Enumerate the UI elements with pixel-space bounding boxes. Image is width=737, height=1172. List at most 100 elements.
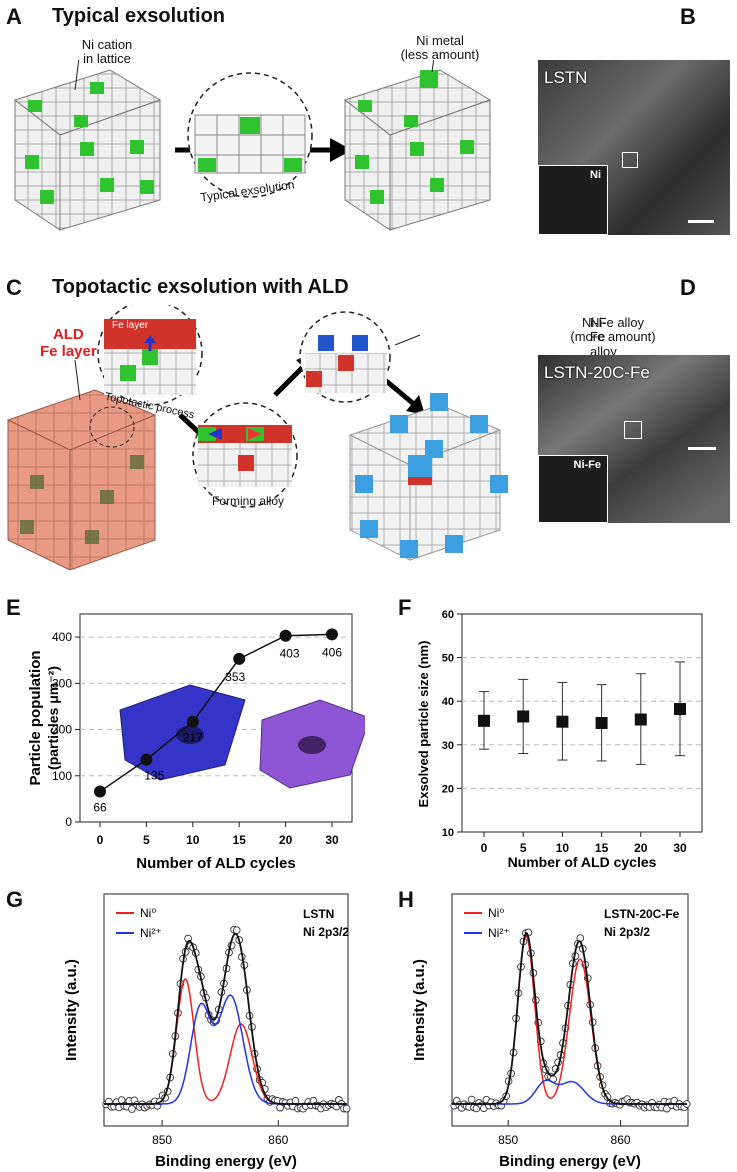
chart-e-point <box>186 715 199 728</box>
chart-e-ytick-label: 0 <box>65 815 72 829</box>
chart-g-legend-ni2: Ni²⁺ <box>140 926 162 940</box>
chart-e-ytick-label: 400 <box>52 630 72 644</box>
chart-e-xtick-label: 15 <box>233 833 247 847</box>
panel-letter-h: H <box>398 887 414 912</box>
chart-g: 850 860 Ni⁰ Ni²⁺ LSTN Ni 2p3/2 Binding en… <box>63 893 351 1170</box>
ald-coated-cube <box>6 389 157 570</box>
chart-h-legend-ni2: Ni²⁺ <box>488 926 510 940</box>
panel-letter-b: B <box>680 4 696 29</box>
topotactic-exsolution-diagram <box>6 305 508 570</box>
chart-f-xtick-label: 10 <box>556 841 570 855</box>
chart-e-point <box>140 753 153 766</box>
fe-layer-caption: Fe layer <box>112 320 149 331</box>
chart-f-ytick-label: 10 <box>442 827 454 839</box>
chart-f-ytick-label: 40 <box>442 696 454 708</box>
chart-f-xtick-label: 0 <box>481 841 488 855</box>
chart-h-data-point <box>467 1095 476 1104</box>
chart-f-point <box>674 703 686 716</box>
chart-e-ytick-label: 100 <box>52 769 72 783</box>
chart-e-point <box>94 785 106 798</box>
chart-e-data-label: 66 <box>93 800 107 814</box>
sem-lstn-inset-label: Ni <box>590 169 601 181</box>
chart-e-data-label: 406 <box>322 645 342 659</box>
sem-lstn-20c-fe-label: LSTN-20C-Fe <box>544 363 650 382</box>
chart-e-xtick-label: 20 <box>279 833 293 847</box>
panel-letter-a: A <box>6 4 22 29</box>
forming-alloy-caption: Forming alloy <box>212 494 285 508</box>
panel-letter-f: F <box>398 595 412 620</box>
sem-lstn-label: LSTN <box>544 68 588 87</box>
surface-zoom-grid <box>194 114 306 174</box>
panel-letter-e: E <box>6 595 21 620</box>
chart-e-ytick-label: 300 <box>52 676 72 690</box>
chart-f-xtick-label: 30 <box>673 841 687 855</box>
typical-exsolution-diagram <box>13 60 492 231</box>
chart-f-point <box>634 713 647 726</box>
chart-e-point <box>279 629 292 642</box>
chart-e-xtick-label: 0 <box>97 833 104 847</box>
lattice-cube-left <box>13 69 162 231</box>
chart-f-xtick-label: 15 <box>595 841 609 855</box>
chart-f-xtick-label: 5 <box>520 841 527 855</box>
chart-g-xlabel: Binding energy (eV) <box>155 1153 297 1170</box>
chart-e-data-label: 135 <box>144 769 164 783</box>
chart-g-ylabel: Intensity (a.u.) <box>63 959 80 1061</box>
sem-lstn-zoom-box <box>622 152 638 168</box>
chart-h-plot-area <box>451 893 689 1127</box>
sem-lstn-20c-fe-inset-label: Ni-Fe <box>573 459 602 471</box>
ald-fe-layer-label: ALD Fe layer <box>40 326 97 361</box>
chart-e-ylabel-line2: (particles μm⁻²) <box>45 666 61 770</box>
chart-e-point <box>233 652 246 665</box>
sem-image-lstn: LSTN Ni <box>538 60 730 235</box>
chart-f-ytick-label: 20 <box>442 783 454 795</box>
chart-g-xtick-label: 860 <box>268 1133 288 1147</box>
sem-lstn-20c-fe-scalebar <box>688 447 716 450</box>
ni-metal-label: Ni metal (less amount) <box>400 33 480 63</box>
chart-f-xlabel: Number of ALD cycles <box>508 854 657 870</box>
chart-e-xtick-label: 5 <box>143 833 150 847</box>
chart-g-legend-ni0: Ni⁰ <box>140 906 156 920</box>
chart-f-point <box>595 717 608 729</box>
chart-e-data-label: 217 <box>183 731 203 745</box>
chart-f-plot-area <box>461 613 703 833</box>
chart-h-xlabel: Binding energy (eV) <box>499 1153 641 1170</box>
panel-letter-g: G <box>6 887 24 912</box>
chart-g-data-point <box>232 926 241 935</box>
chart-h-xtick-label: 850 <box>498 1133 518 1147</box>
sem-lstn-inset: Ni <box>538 165 608 235</box>
chart-g-data-point <box>342 1104 351 1113</box>
chart-f-ylabel: Exsolved particle size (nm) <box>416 641 431 808</box>
chart-h-xtick-label: 860 <box>611 1133 631 1147</box>
ni-cation-label: Ni cation in lattice <box>81 37 133 67</box>
chart-e-ylabel-line1: Particle population <box>27 650 44 785</box>
sem-lstn-scalebar <box>688 220 714 223</box>
chart-f-ytick-label: 50 <box>442 653 454 665</box>
chart-e-data-label: 353 <box>225 670 245 684</box>
chart-e-xlabel: Number of ALD cycles <box>136 855 296 872</box>
panel-a-title: Typical exsolution <box>52 5 225 27</box>
chart-h-legend-ni0: Ni⁰ <box>488 906 504 920</box>
chart-f-point <box>517 710 530 723</box>
chart-h-ylabel: Intensity (a.u.) <box>411 959 428 1061</box>
chart-g-annotation-1: LSTN <box>303 907 334 921</box>
chart-e-xtick-label: 30 <box>325 833 339 847</box>
panel-c-title: Topotactic exsolution with ALD <box>52 276 349 298</box>
chart-f-point <box>478 714 490 727</box>
sem-lstn-20c-fe-zoom-box <box>624 421 642 439</box>
chart-h-annotation-1: LSTN-20C-Fe <box>604 907 680 921</box>
sem-lstn-20c-fe-inset: Ni-Fe <box>538 455 608 523</box>
alloy-label-text: Ni-Fe alloy (more amount) <box>570 315 656 345</box>
chart-f-ytick-label: 30 <box>442 740 454 752</box>
chart-e-data-label: 403 <box>280 647 300 661</box>
alloy-cube <box>348 393 508 561</box>
lattice-cube-right <box>343 69 492 231</box>
chart-e-point <box>326 628 338 641</box>
chart-h-data-point <box>576 934 585 942</box>
chart-g-annotation-2: Ni 2p3/2 <box>303 925 349 939</box>
panel-letter-c: C <box>6 275 22 300</box>
panel-letter-d: D <box>680 275 696 300</box>
chart-g-xtick-label: 850 <box>152 1133 172 1147</box>
